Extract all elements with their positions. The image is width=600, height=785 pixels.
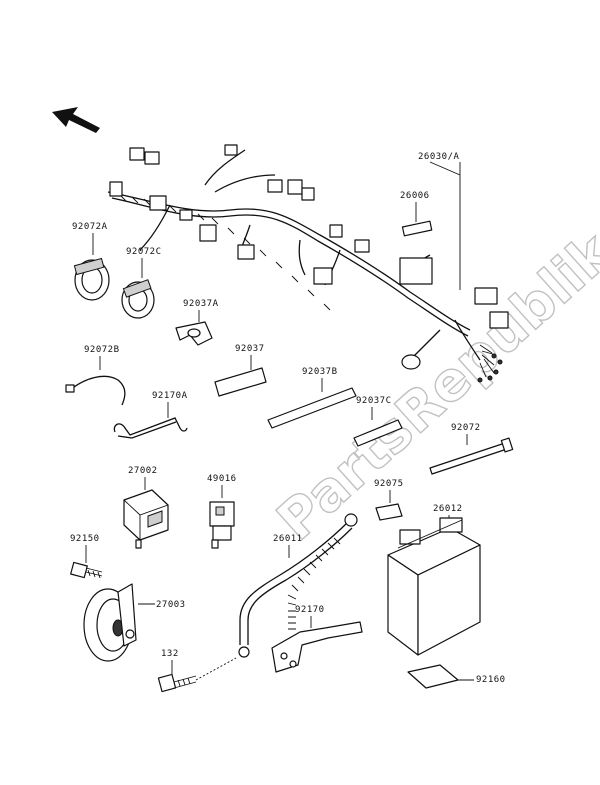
pad-92160[interactable] — [407, 664, 459, 689]
label-92170A: 92170A — [152, 391, 188, 401]
part-49016[interactable] — [209, 501, 235, 549]
bracket-92170[interactable] — [271, 621, 363, 673]
label-92072B: 92072B — [84, 345, 120, 355]
battery-26012[interactable] — [387, 517, 481, 656]
fuse[interactable] — [401, 220, 433, 237]
label-92150: 92150 — [70, 534, 100, 544]
label-27003: 27003 — [156, 600, 186, 610]
label-92072A: 92072A — [72, 222, 108, 232]
clamp-92037A[interactable] — [175, 321, 213, 346]
label-92037A: 92037A — [183, 299, 219, 309]
wiring-harness[interactable] — [107, 144, 509, 383]
pad-92075[interactable] — [375, 503, 403, 521]
clamp-92072A[interactable] — [73, 257, 110, 301]
label-26012: 26012 — [433, 504, 463, 514]
label-92160: 92160 — [476, 675, 506, 685]
label-26030A: 26030/A — [418, 152, 460, 162]
label-27002: 27002 — [128, 466, 158, 476]
relay-27002[interactable] — [123, 489, 169, 549]
label-49016: 49016 — [207, 474, 237, 484]
label-92072: 92072 — [451, 423, 481, 433]
label-92037C: 92037C — [356, 396, 392, 406]
cable-26011[interactable] — [238, 513, 358, 658]
label-92037B: 92037B — [302, 367, 338, 377]
label-26011: 26011 — [273, 534, 303, 544]
band-92037B[interactable] — [267, 387, 357, 429]
clamp-92072C[interactable] — [121, 279, 155, 319]
label-26006: 26006 — [400, 191, 430, 201]
label-92037: 92037 — [235, 344, 265, 354]
label-132: 132 — [161, 649, 179, 659]
orientation-arrow — [52, 107, 100, 133]
label-92170: 92170 — [295, 605, 325, 615]
bolt-92150[interactable] — [70, 561, 103, 579]
label-92072C: 92072C — [126, 247, 162, 257]
band-92037C[interactable] — [353, 419, 403, 447]
tie-strap-92072B[interactable] — [65, 375, 126, 406]
bracket-92170A[interactable] — [113, 417, 188, 439]
band-92037[interactable] — [214, 367, 267, 397]
tie-strap-92072[interactable] — [429, 437, 514, 475]
bolt-132[interactable] — [157, 657, 237, 693]
horn-27003[interactable] — [83, 583, 137, 662]
label-92075: 92075 — [374, 479, 404, 489]
